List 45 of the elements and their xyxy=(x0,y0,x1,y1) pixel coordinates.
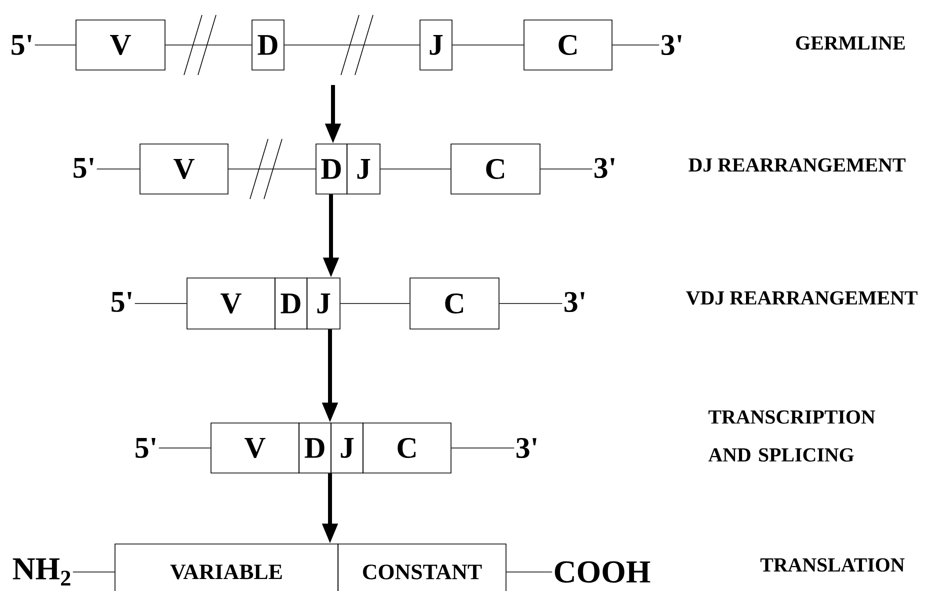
gene-segment-box: C xyxy=(410,278,500,330)
gene-segment-box: J xyxy=(346,144,380,194)
protein-domain-box: VARIABLE xyxy=(114,544,338,591)
strand-line xyxy=(134,303,188,304)
strand-end-label: 5' xyxy=(112,292,132,312)
strand-line xyxy=(612,44,660,46)
gene-segment-box: J xyxy=(306,278,340,330)
protein-domain-box: CONSTANT xyxy=(338,544,506,591)
strand-line xyxy=(540,168,593,170)
strand-end-label: 5' xyxy=(136,438,156,458)
gene-segment-box: D xyxy=(298,422,332,474)
gene-segment-box: J xyxy=(330,422,364,474)
stage-label: VDJ REARRANGEMENT xyxy=(686,291,918,305)
stage-label: TRANSCRIPTION AND SPLICING xyxy=(708,410,876,462)
terminus-label: NH$_{2}$ xyxy=(12,558,70,586)
gene-segment-box: V xyxy=(210,422,300,474)
strand-line xyxy=(380,168,451,170)
gene-segment-box: D xyxy=(274,278,308,330)
strand-line xyxy=(228,168,316,170)
strand-line xyxy=(452,44,524,46)
strand-line xyxy=(340,303,410,304)
strand-end-label: 3' xyxy=(594,158,614,178)
strand-end-label: 3' xyxy=(662,34,682,56)
gene-segment-box: C xyxy=(362,422,452,474)
strand-end-label: 3' xyxy=(516,438,536,458)
strand-end-label: 5' xyxy=(12,35,32,55)
gene-segment-box: V xyxy=(186,278,276,330)
strand-line xyxy=(34,44,76,46)
gene-segment-box: D xyxy=(252,20,284,70)
gene-segment-box: J xyxy=(420,20,452,70)
strand-end-label: 3' xyxy=(564,292,584,312)
gene-segment-box: V xyxy=(140,144,228,194)
strand-line xyxy=(284,44,420,46)
terminus-label: COOH xyxy=(554,561,650,583)
strand-line xyxy=(96,168,140,170)
strand-line xyxy=(499,303,563,304)
strand-line xyxy=(165,44,252,46)
gene-segment-box: C xyxy=(450,144,540,194)
strand-end-label: 5' xyxy=(74,158,94,178)
gene-segment-box: C xyxy=(524,20,612,70)
gene-segment-box: D xyxy=(316,144,348,194)
stage-label: TRANSLATION xyxy=(760,558,905,572)
stage-label: DJ REARRANGEMENT xyxy=(688,158,906,172)
gene-segment-box: V xyxy=(76,20,166,70)
stage-label: GERMLINE xyxy=(796,36,905,50)
